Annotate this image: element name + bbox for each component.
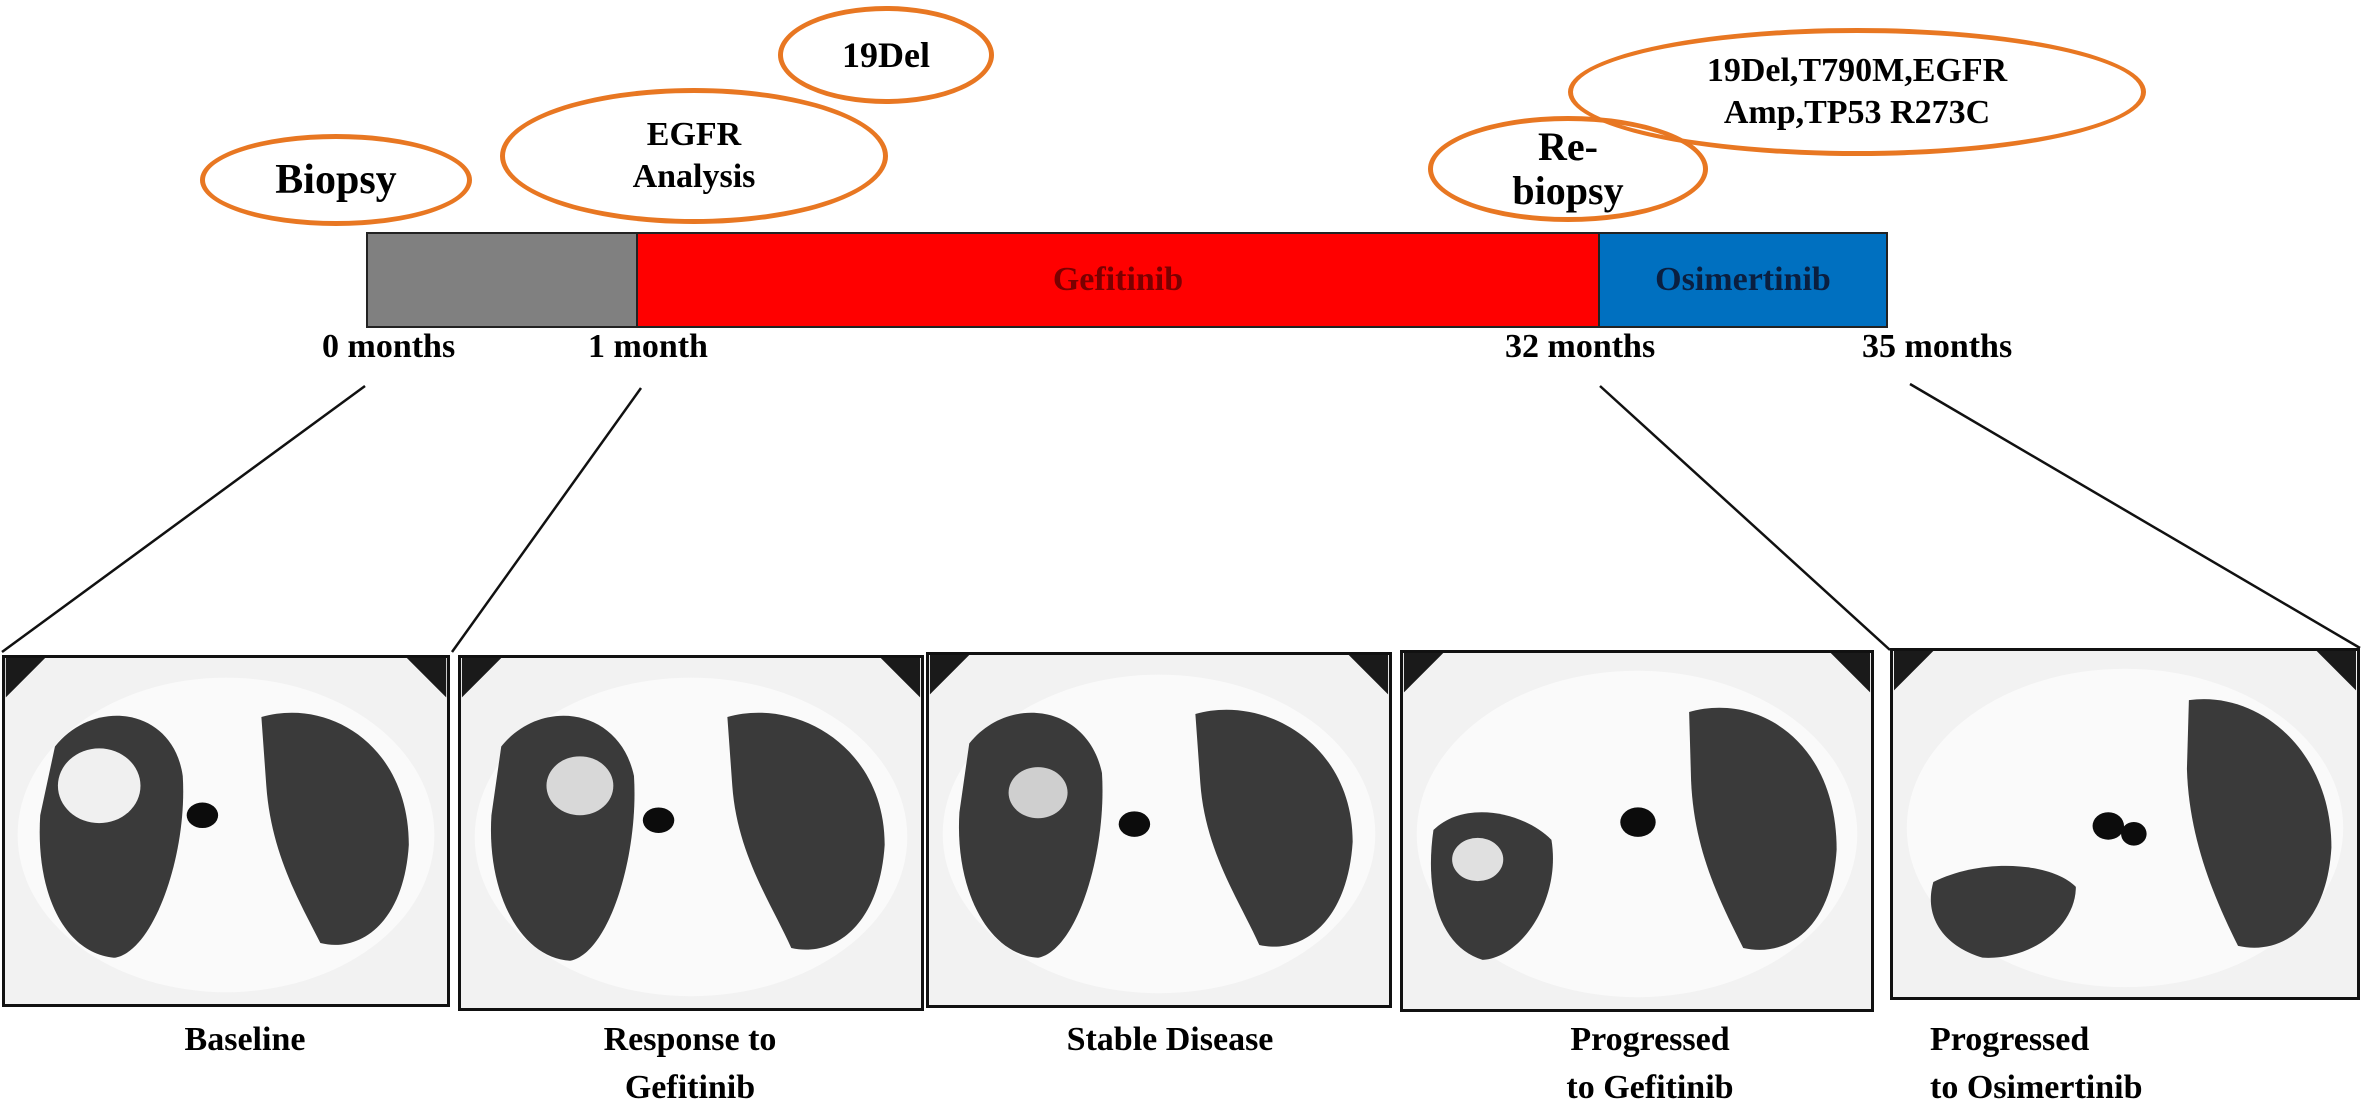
connector-line [1909,382,2361,650]
tick-32-months: 32 months [1505,328,1656,365]
rebiopsy-bubble: Re- biopsy [1428,116,1708,222]
caption-progressed-gefitinib: Progressed to Gefitinib [1566,1021,1734,1106]
timeline-segment-pre-treatment [366,232,638,328]
del19-label: 19Del [842,34,930,75]
egfr-analysis-label: EGFR Analysis [632,115,756,196]
segment-label-gefitinib: Gefitinib [1052,261,1184,298]
ct-scan-image [1894,651,2356,988]
ct-scan-progressed-osimertinib [1890,648,2360,1000]
egfr-analysis-bubble: EGFR Analysis [500,88,888,224]
tick-0-months: 0 months [322,328,456,365]
timeline-segment-osimertinib: Osimertinib [1598,232,1888,328]
biopsy-label: Biopsy [275,156,397,203]
segment-label-osimertinib: Osimertinib [1655,261,1831,298]
mutations-bubble: 19Del,T790M,EGFR Amp,TP53 R273C [1568,28,2146,156]
ct-scan-stable [926,652,1392,1008]
ct-scan-response [458,655,924,1011]
del19-bubble: 19Del [778,6,994,104]
ct-scan-image [929,655,1389,994]
caption-baseline: Baseline [184,1021,306,1058]
tick-35-months: 35 months [1862,328,2013,365]
ct-scan-image [5,658,447,993]
ct-scan-baseline [2,655,450,1007]
connector-line [1,384,366,654]
timeline-segment-gefitinib: Gefitinib [636,232,1600,328]
connector-line [450,387,643,653]
rebiopsy-label: Re- biopsy [1512,124,1624,213]
tick-1-month: 1 month [588,328,708,365]
ct-scan-image [461,658,921,997]
caption-response: Response to Gefitinib [603,1021,777,1106]
caption-progressed-osimertinib: Progressed to Osimertinib [1930,1021,2143,1106]
mutations-label: 19Del,T790M,EGFR Amp,TP53 R273C [1706,51,2008,132]
connector-line [1599,385,1891,651]
caption-stable: Stable Disease [1066,1021,1274,1058]
ct-scan-progressed-gefitinib [1400,650,1874,1012]
biopsy-bubble: Biopsy [200,134,472,226]
ct-scan-image [1403,653,1871,998]
